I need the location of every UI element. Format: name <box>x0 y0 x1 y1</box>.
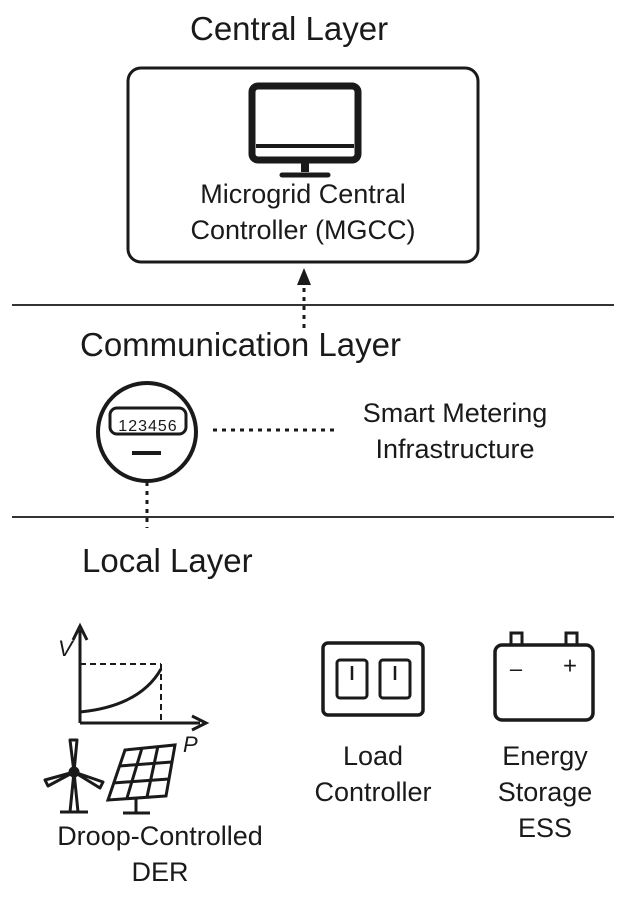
storage-label-line3: ESS <box>517 813 573 843</box>
smart-metering-label: Smart Metering Infrastructure <box>340 395 570 467</box>
storage-label-line2: Storage <box>497 777 593 807</box>
battery-minus-sign: – <box>510 656 523 681</box>
der-label-line2: DER <box>131 857 189 887</box>
mgcc-label-line2: Controller (MGCC) <box>190 215 416 245</box>
load-label-line2: Controller <box>314 777 432 807</box>
smart-meter-icon <box>96 381 198 483</box>
uplink-arrow <box>297 268 311 328</box>
battery-icon <box>493 631 595 722</box>
energy-storage-label: Energy Storage ESS <box>480 738 610 846</box>
smart-metering-line2: Infrastructure <box>375 434 535 464</box>
der-label-line1: Droop-Controlled <box>57 821 263 851</box>
axis-v-label: V <box>58 636 75 661</box>
storage-label-line1: Energy <box>502 741 588 771</box>
local-layer-title: Local Layer <box>82 542 253 579</box>
solar-panel-icon <box>105 743 177 815</box>
meter-display-digits: 123456 <box>118 418 177 435</box>
load-controller-icon <box>321 641 425 717</box>
axis-p-label: P <box>183 732 198 757</box>
battery-plus-sign: + <box>563 652 577 679</box>
mgcc-label-line1: Microgrid Central <box>200 179 406 209</box>
load-label-line1: Load <box>342 741 404 771</box>
mgcc-label: Microgrid Central Controller (MGCC) <box>128 176 478 248</box>
der-label: Droop-Controlled DER <box>10 818 310 890</box>
mgcc-box <box>126 66 480 264</box>
droop-chart <box>71 622 210 732</box>
smart-metering-line1: Smart Metering <box>362 398 548 428</box>
monitor-icon <box>248 82 362 178</box>
wind-turbine-icon <box>43 738 105 814</box>
central-layer-title: Central Layer <box>190 10 389 47</box>
communication-layer-title: Communication Layer <box>80 326 401 363</box>
load-controller-label: Load Controller <box>290 738 456 810</box>
